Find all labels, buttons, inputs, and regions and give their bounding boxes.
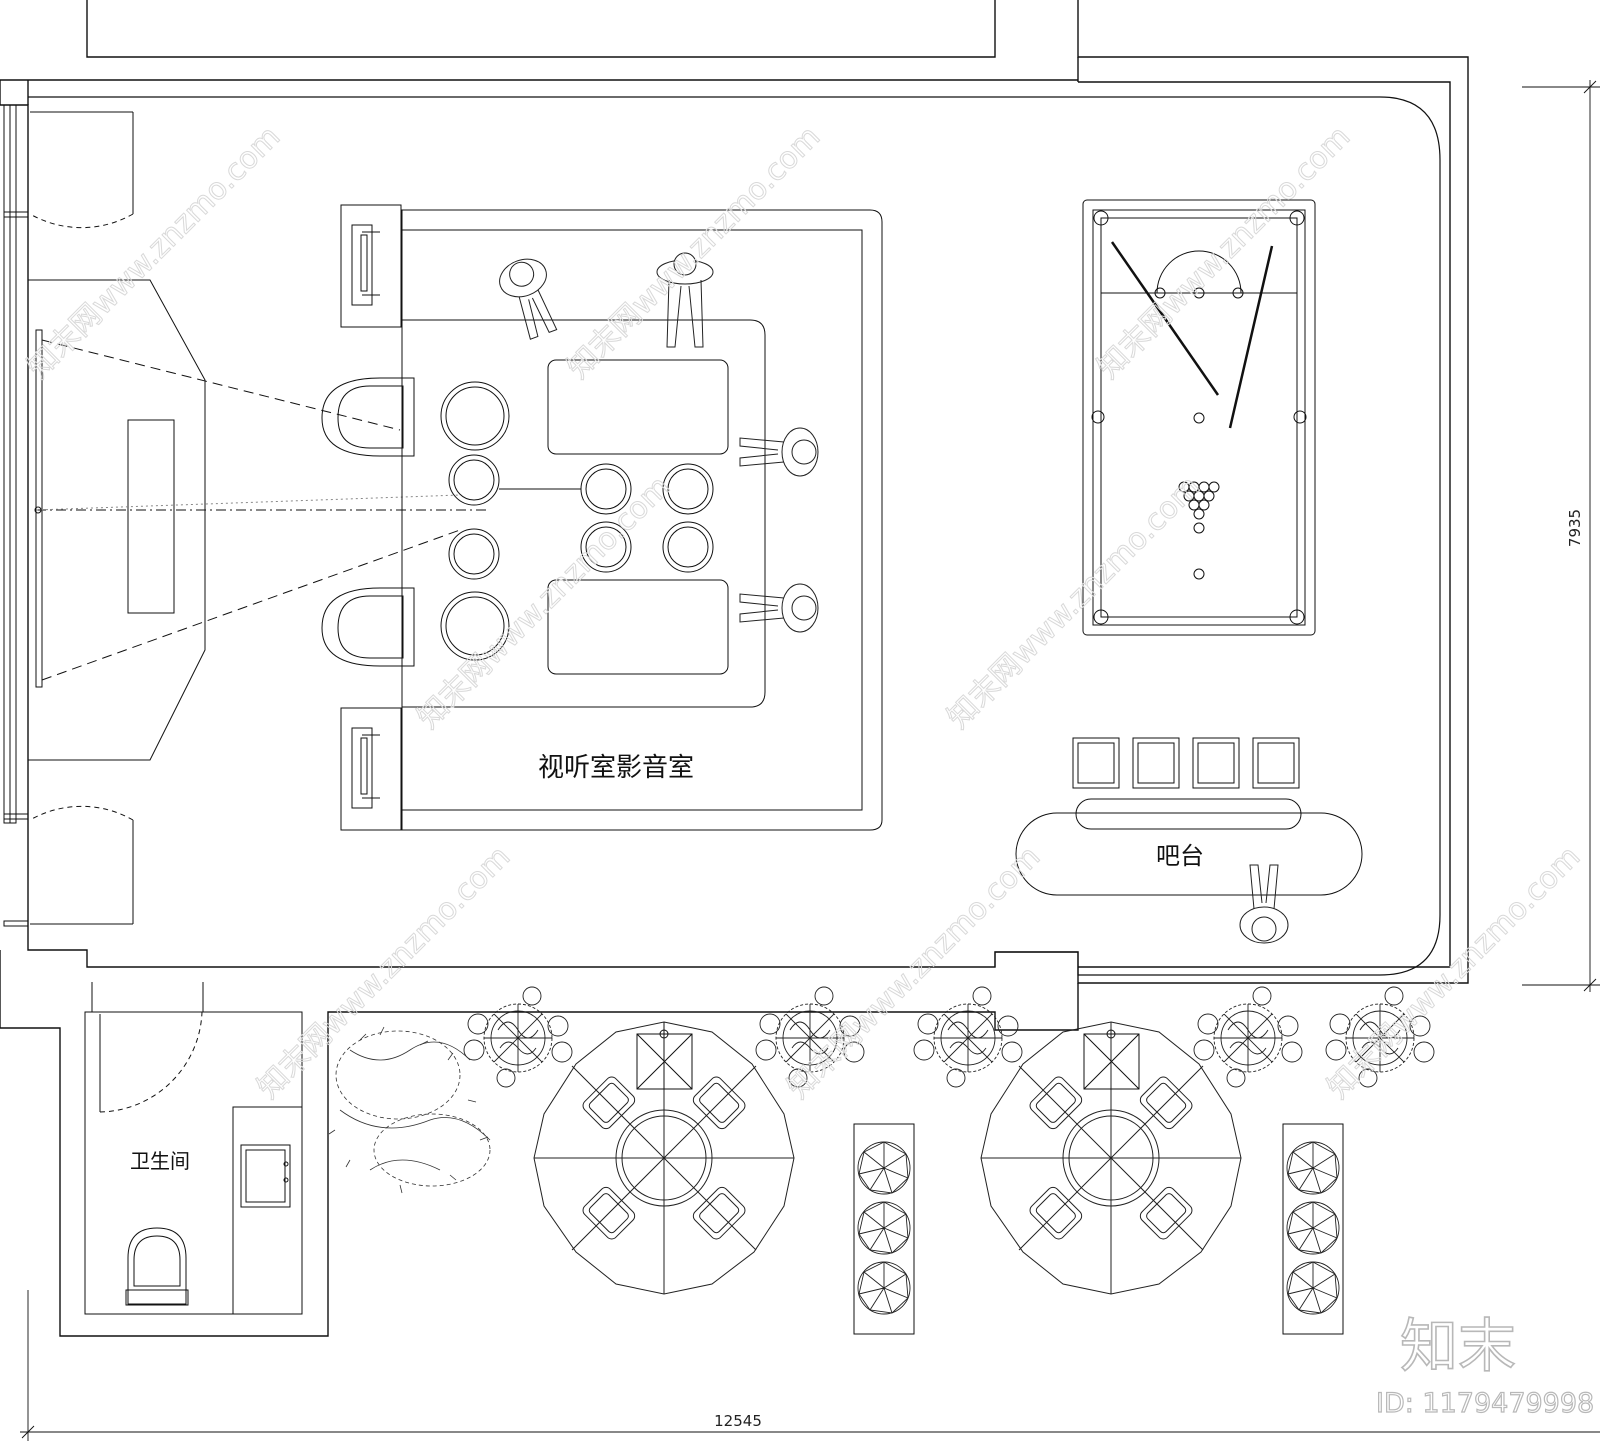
umbrella-tables bbox=[533, 1021, 1242, 1295]
brand-id: ID: 1179479998 bbox=[1376, 1388, 1594, 1419]
ball-rack bbox=[1178, 481, 1220, 534]
watermark-text: 知末网www.znzmo.com bbox=[1091, 119, 1357, 385]
projection-area bbox=[27, 279, 490, 761]
person-bar bbox=[1239, 864, 1289, 944]
side-table-top bbox=[340, 204, 402, 328]
pool-table bbox=[1082, 199, 1316, 636]
armchairs bbox=[321, 377, 415, 667]
watermark-text: 知末网www.znzmo.com bbox=[21, 119, 287, 385]
inner-wall bbox=[28, 96, 1441, 976]
people-av-room bbox=[493, 252, 819, 633]
umbrella-poles bbox=[636, 1022, 1140, 1090]
dimension-lines bbox=[20, 80, 1600, 1441]
sectional-sofa bbox=[401, 209, 883, 831]
coffee-tables bbox=[547, 359, 729, 675]
watermark-text: 知末网www.znzmo.com bbox=[1321, 839, 1587, 1105]
planters bbox=[853, 1123, 1344, 1335]
bar-counter bbox=[1015, 798, 1363, 896]
watermark-text: 知末网www.znzmo.com bbox=[561, 119, 827, 385]
dimension-width: 12545 bbox=[714, 1412, 762, 1430]
planter-plants bbox=[857, 1141, 1340, 1315]
side-table-bottom bbox=[340, 707, 402, 831]
bathroom-label: 卫生间 bbox=[130, 1149, 190, 1173]
bar-label: 吧台 bbox=[1156, 842, 1204, 870]
watermark-text: 知末网www.znzmo.com bbox=[251, 839, 517, 1105]
doors bbox=[29, 111, 204, 1113]
watermark-text: 知末网www.znzmo.com bbox=[941, 469, 1207, 735]
left-window bbox=[3, 104, 29, 927]
av-room-label: 视听室影音室 bbox=[538, 753, 694, 783]
bathroom bbox=[84, 1011, 303, 1315]
brand-logo: 知末 bbox=[1400, 1312, 1516, 1380]
dimension-height: 7935 bbox=[1566, 509, 1584, 547]
bar-stools bbox=[1072, 737, 1300, 789]
watermark-text: 知末网www.znzmo.com bbox=[781, 839, 1047, 1105]
tree-cluster bbox=[328, 1026, 491, 1194]
round-stools bbox=[440, 381, 714, 661]
